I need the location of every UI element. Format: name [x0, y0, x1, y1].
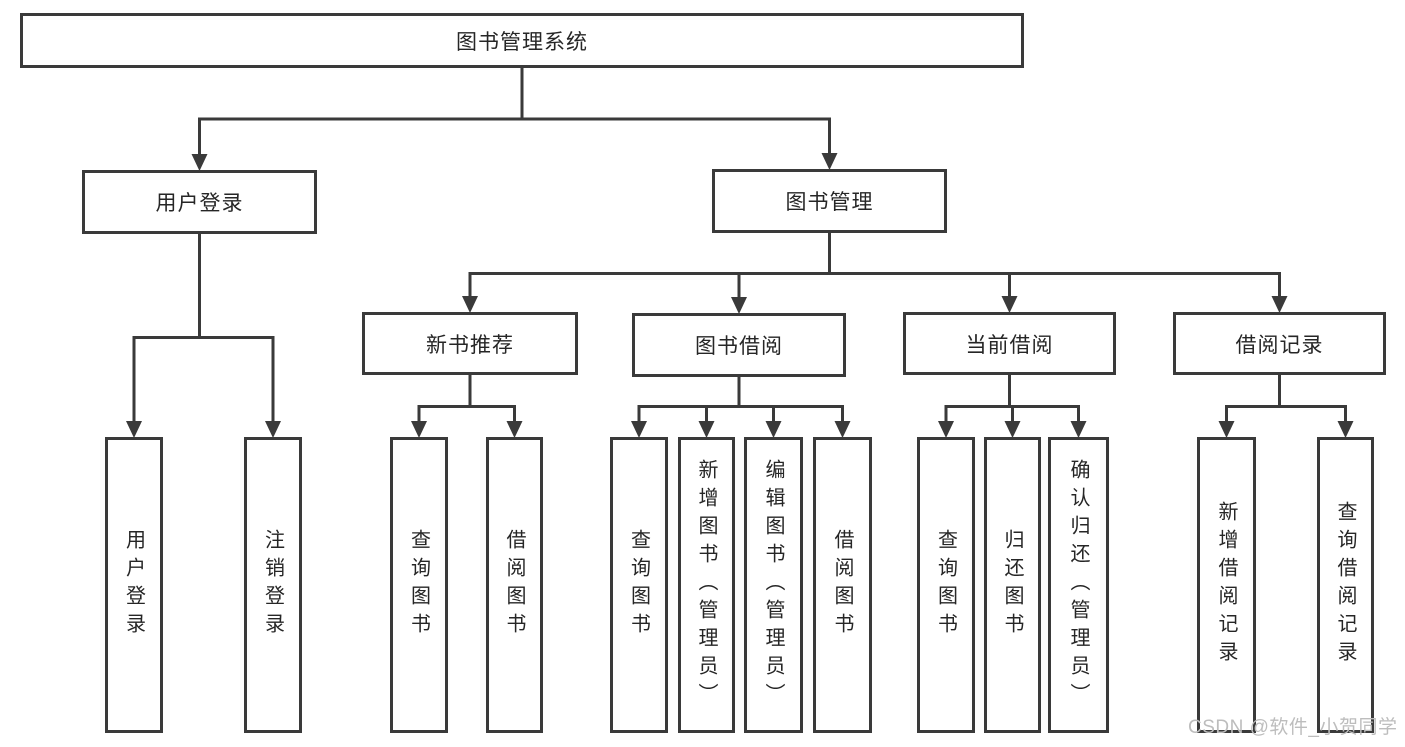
leaf-borrow-borrow-label: 借阅图书 — [831, 529, 853, 641]
leaf-borrow-add-admin: 新增图书（管理员） — [678, 437, 735, 733]
node-user-login: 用户登录 — [82, 170, 317, 234]
leaf-record-add-label: 新增借阅记录 — [1215, 501, 1237, 669]
node-user-login-label: 用户登录 — [155, 192, 244, 215]
node-borrow-record: 借阅记录 — [1173, 312, 1386, 375]
node-book-borrow: 图书借阅 — [632, 313, 846, 377]
node-root: 图书管理系统 — [20, 13, 1024, 68]
leaf-current-query-label: 查询图书 — [934, 529, 957, 641]
leaf-borrow-borrow: 借阅图书 — [813, 437, 872, 733]
leaf-current-return: 归还图书 — [984, 437, 1041, 733]
leaf-newbook-borrow-label: 借阅图书 — [503, 529, 525, 641]
leaf-borrow-edit-admin-label: 编辑图书（管理员） — [762, 459, 784, 711]
leaf-record-query: 查询借阅记录 — [1317, 437, 1374, 733]
node-current-borrow: 当前借阅 — [903, 312, 1116, 375]
node-current-borrow-label: 当前借阅 — [965, 333, 1054, 357]
leaf-logout: 注销登录 — [244, 437, 302, 733]
leaf-newbook-borrow: 借阅图书 — [486, 437, 543, 733]
node-book-manage-label: 图书管理 — [785, 191, 874, 214]
leaf-current-confirm-admin: 确认归还（管理员） — [1048, 437, 1109, 733]
leaf-user-login-label: 用户登录 — [122, 529, 145, 641]
leaf-logout-label: 注销登录 — [261, 529, 284, 641]
leaf-record-query-label: 查询借阅记录 — [1334, 501, 1356, 669]
leaf-borrow-query-label: 查询图书 — [627, 529, 650, 641]
leaf-current-confirm-admin-label: 确认归还（管理员） — [1067, 459, 1089, 711]
leaf-current-return-label: 归还图书 — [1001, 529, 1023, 641]
node-root-label: 图书管理系统 — [456, 30, 588, 54]
leaf-borrow-edit-admin: 编辑图书（管理员） — [744, 437, 803, 733]
leaf-newbook-query-label: 查询图书 — [407, 529, 430, 641]
leaf-user-login: 用户登录 — [105, 437, 163, 733]
leaf-record-add: 新增借阅记录 — [1197, 437, 1256, 733]
leaf-borrow-add-admin-label: 新增图书（管理员） — [695, 459, 717, 711]
leaf-current-query: 查询图书 — [917, 437, 975, 733]
leaf-borrow-query: 查询图书 — [610, 437, 668, 733]
node-borrow-record-label: 借阅记录 — [1235, 333, 1324, 357]
node-new-book-recommend: 新书推荐 — [362, 312, 578, 375]
node-book-borrow-label: 图书借阅 — [695, 335, 783, 358]
leaf-newbook-query: 查询图书 — [390, 437, 448, 733]
node-new-book-recommend-label: 新书推荐 — [426, 333, 514, 357]
node-book-manage: 图书管理 — [712, 169, 947, 233]
csdn-watermark: CSDN @软件_小贺同学 — [1188, 717, 1398, 738]
